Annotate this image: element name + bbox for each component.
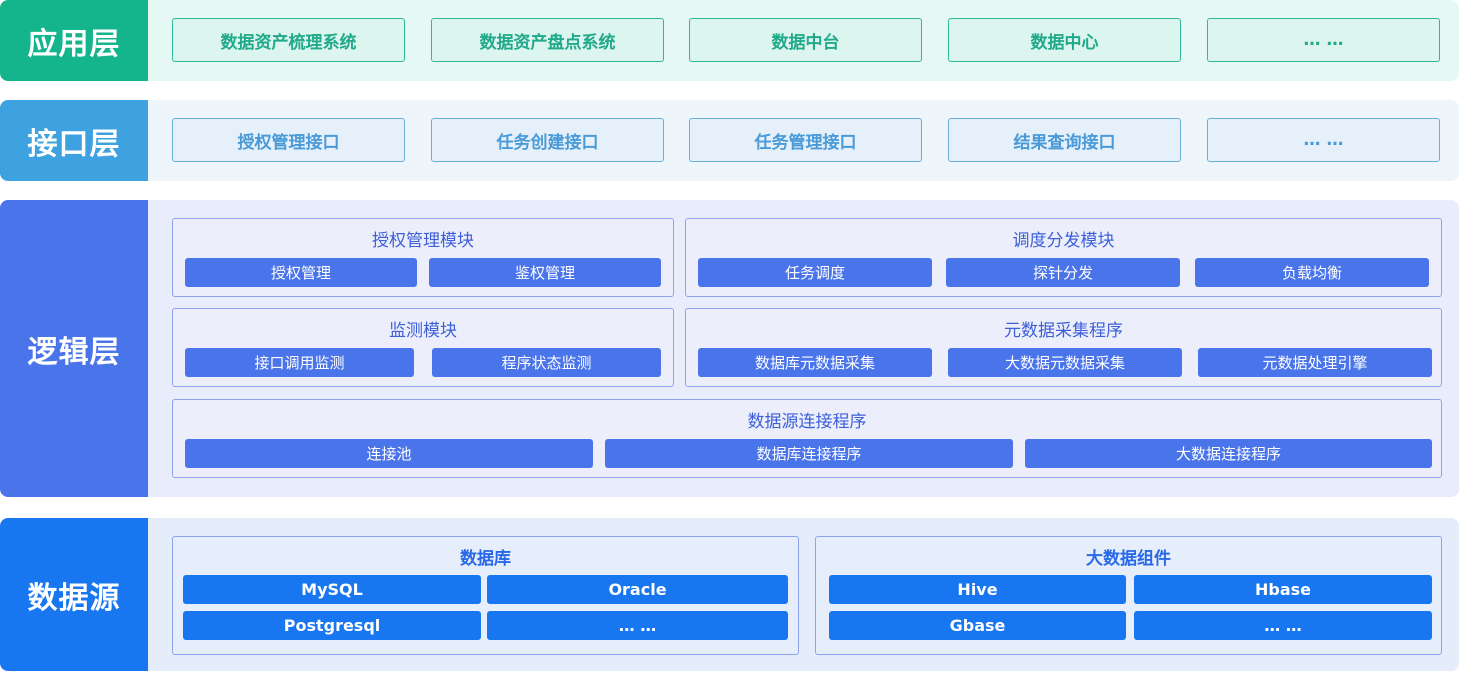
- task-scheduling-chip: 任务调度: [698, 258, 932, 287]
- metadata-module-title: 元数据采集程序: [1004, 321, 1123, 341]
- auth-management-chip: 授权管理: [185, 258, 417, 287]
- database-metadata-chip: 数据库元数据采集: [698, 348, 932, 377]
- database-group: 数据库 MySQL Oracle Postgresql … …: [172, 536, 799, 655]
- oracle-chip: Oracle: [487, 575, 788, 604]
- application-layer-label: 应用层: [0, 0, 148, 81]
- interface-item-result-query: 结果查询接口: [948, 118, 1181, 162]
- bigdata-more-chip: … …: [1134, 611, 1432, 640]
- app-item-asset-sorting: 数据资产梳理系统: [172, 18, 405, 62]
- database-connector-chip: 数据库连接程序: [605, 439, 1013, 468]
- interface-item-more: … …: [1207, 118, 1440, 162]
- connection-pool-chip: 连接池: [185, 439, 593, 468]
- auth-module-title: 授权管理模块: [372, 231, 474, 251]
- interface-item-auth: 授权管理接口: [172, 118, 405, 162]
- load-balancing-chip: 负载均衡: [1195, 258, 1429, 287]
- postgresql-chip: Postgresql: [183, 611, 481, 640]
- metadata-module: 元数据采集程序 数据库元数据采集 大数据元数据采集 元数据处理引擎: [685, 308, 1442, 387]
- datasource-layer: 数据源 数据库 MySQL Oracle Postgresql … … 大数据组…: [0, 518, 1459, 671]
- dispatch-module-title: 调度分发模块: [1012, 231, 1115, 251]
- connector-module-title: 数据源连接程序: [747, 412, 867, 432]
- monitor-module-title: 监测模块: [389, 321, 457, 341]
- logic-layer-body: 授权管理模块 授权管理 鉴权管理 调度分发模块 任务调度 探针分发 负载均衡 监…: [148, 200, 1459, 497]
- logic-layer: 逻辑层 授权管理模块 授权管理 鉴权管理 调度分发模块 任务调度 探针分发 负载…: [0, 200, 1459, 497]
- database-group-title: 数据库: [460, 549, 511, 569]
- interface-call-monitor-chip: 接口调用监测: [185, 348, 414, 377]
- app-item-more: … …: [1207, 18, 1440, 62]
- hive-chip: Hive: [829, 575, 1126, 604]
- monitor-module: 监测模块 接口调用监测 程序状态监测: [172, 308, 674, 387]
- datasource-layer-label: 数据源: [0, 518, 148, 671]
- interface-layer-body: 授权管理接口 任务创建接口 任务管理接口 结果查询接口 … …: [148, 100, 1459, 181]
- interface-item-task-manage: 任务管理接口: [689, 118, 922, 162]
- application-layer-body: 数据资产梳理系统 数据资产盘点系统 数据中台 数据中心 … …: [148, 0, 1459, 81]
- program-status-monitor-chip: 程序状态监测: [432, 348, 661, 377]
- probe-distribution-chip: 探针分发: [946, 258, 1180, 287]
- metadata-engine-chip: 元数据处理引擎: [1198, 348, 1432, 377]
- interface-item-task-create: 任务创建接口: [431, 118, 664, 162]
- bigdata-group-title: 大数据组件: [1086, 549, 1171, 569]
- dispatch-module: 调度分发模块 任务调度 探针分发 负载均衡: [685, 218, 1442, 297]
- app-item-data-center: 数据中心: [948, 18, 1181, 62]
- authentication-chip: 鉴权管理: [429, 258, 661, 287]
- hbase-chip: Hbase: [1134, 575, 1432, 604]
- interface-layer: 接口层 授权管理接口 任务创建接口 任务管理接口 结果查询接口 … …: [0, 100, 1459, 181]
- bigdata-connector-chip: 大数据连接程序: [1025, 439, 1432, 468]
- connector-module: 数据源连接程序 连接池 数据库连接程序 大数据连接程序: [172, 399, 1442, 478]
- mysql-chip: MySQL: [183, 575, 481, 604]
- bigdata-metadata-chip: 大数据元数据采集: [948, 348, 1182, 377]
- datasource-layer-body: 数据库 MySQL Oracle Postgresql … … 大数据组件 Hi…: [148, 518, 1459, 671]
- app-item-data-middle-platform: 数据中台: [689, 18, 922, 62]
- gbase-chip: Gbase: [829, 611, 1126, 640]
- application-layer: 应用层 数据资产梳理系统 数据资产盘点系统 数据中台 数据中心 … …: [0, 0, 1459, 81]
- database-more-chip: … …: [487, 611, 788, 640]
- bigdata-group: 大数据组件 Hive Hbase Gbase … …: [815, 536, 1442, 655]
- logic-layer-label: 逻辑层: [0, 200, 148, 497]
- interface-layer-label: 接口层: [0, 100, 148, 181]
- app-item-asset-inventory: 数据资产盘点系统: [431, 18, 664, 62]
- auth-module: 授权管理模块 授权管理 鉴权管理: [172, 218, 674, 297]
